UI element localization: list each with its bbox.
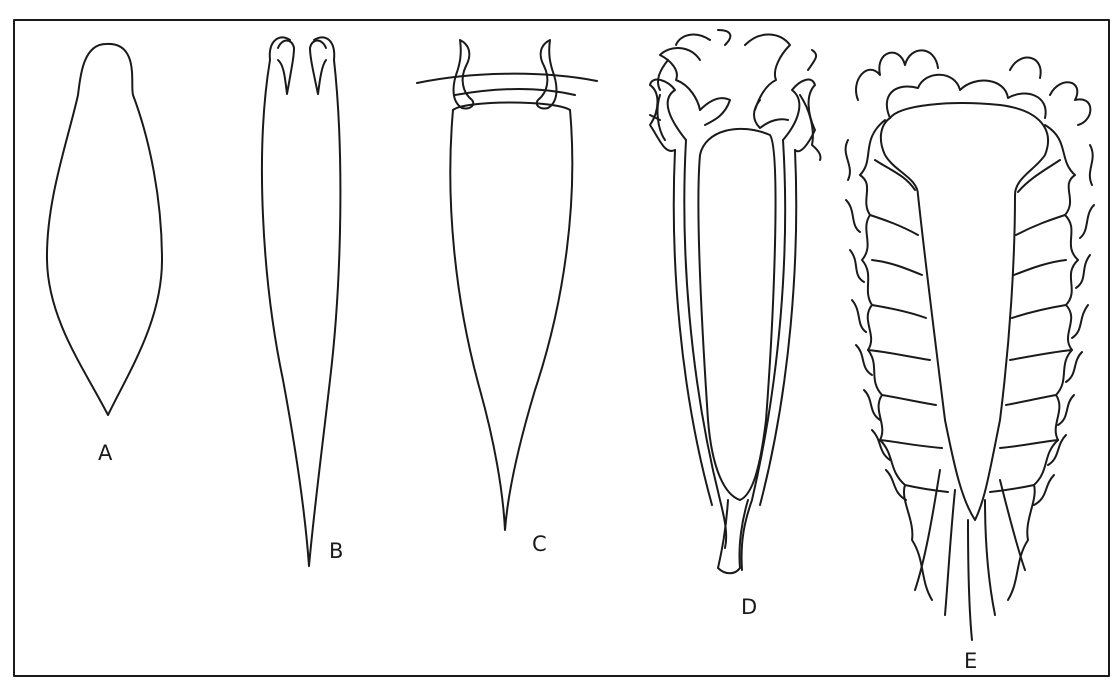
- stage-b-drawing: [262, 37, 340, 566]
- stage-a-label: A: [98, 443, 112, 464]
- stage-e-label: E: [964, 651, 977, 672]
- stage-d-drawing: [650, 30, 821, 573]
- figure-frame: [14, 20, 1109, 676]
- stage-c-drawing: [417, 40, 597, 530]
- stage-d-label: D: [741, 597, 757, 618]
- stage-e-drawing: [846, 50, 1094, 640]
- stage-a-drawing: [47, 44, 162, 415]
- stage-c-label: C: [532, 534, 547, 555]
- stage-b-label: B: [329, 541, 343, 562]
